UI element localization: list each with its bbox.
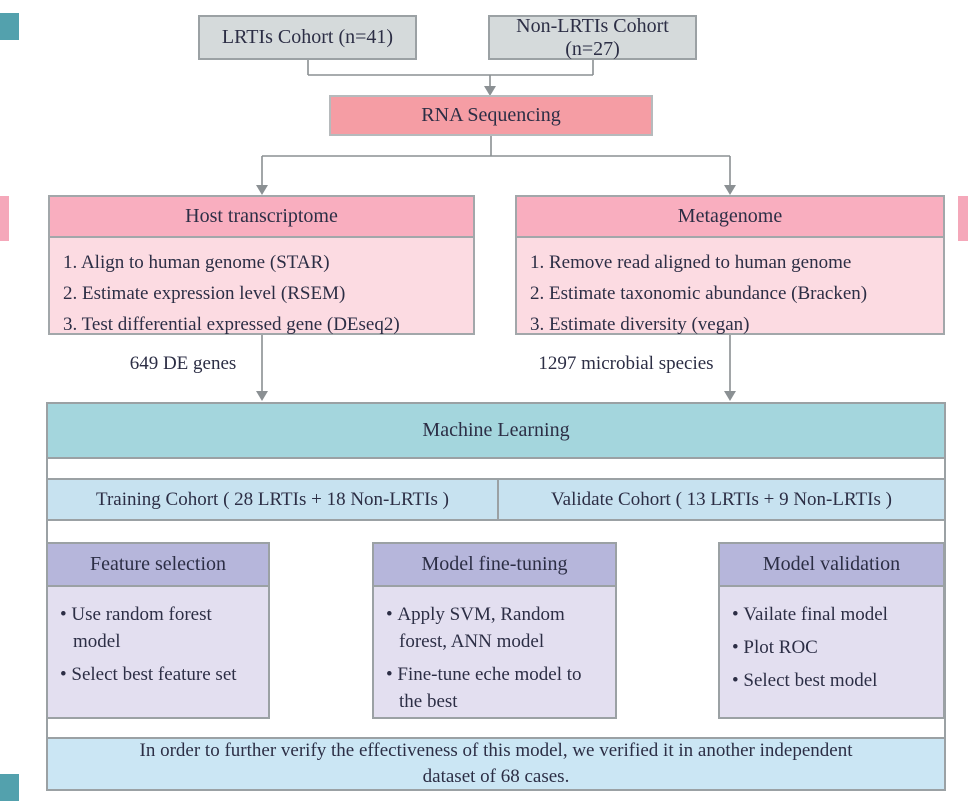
list-item: 2. Estimate taxonomic abundance (Bracken…: [530, 283, 868, 304]
model-validation-bullets: Vailate final model Plot ROC Select best…: [720, 587, 943, 694]
model-fine-tuning-bullets: Apply SVM, Random forest, ANN model Fine…: [374, 587, 615, 715]
edge-marker-left: [0, 196, 9, 241]
metagenome-panel: Metagenome 1. Remove read aligned to hum…: [515, 195, 945, 335]
host-transcriptome-panel: Host transcriptome 1. Align to human gen…: [48, 195, 475, 335]
edge-marker-right: [958, 196, 968, 241]
note-line: dataset of 68 cases.: [422, 766, 570, 787]
edge-marker-bottom-left: [0, 774, 19, 801]
arrowhead-meta: [724, 185, 736, 195]
rna-sequencing-label: RNA Sequencing: [421, 104, 561, 126]
list-item: Use random forest model: [60, 601, 262, 655]
non-lrtis-cohort-box: Non-LRTIs Cohort (n=27): [488, 15, 697, 60]
feature-selection-bullets: Use random forest model Select best feat…: [48, 587, 268, 688]
machine-learning-label: Machine Learning: [422, 419, 570, 441]
metagenome-title: Metagenome: [517, 197, 943, 238]
de-genes-label: 649 DE genes: [129, 353, 237, 374]
model-validation-box: Model validation Vailate final model Plo…: [718, 542, 945, 719]
independent-dataset-note: In order to further verify the effective…: [46, 737, 946, 791]
lrtis-cohort-label: LRTIs Cohort (n=41): [221, 26, 394, 48]
non-lrtis-cohort-label: Non-LRTIs Cohort (n=27): [516, 14, 669, 60]
arrowhead-host: [256, 185, 268, 195]
list-item: 3. Test differential expressed gene (DEs…: [63, 314, 400, 335]
validate-cohort-label: Validate Cohort ( 13 LRTIs + 9 Non-LRTIs…: [551, 488, 892, 510]
feature-selection-box: Feature selection Use random forest mode…: [46, 542, 270, 719]
training-cohort-label: Training Cohort ( 28 LRTIs + 18 Non-LRTI…: [96, 488, 449, 510]
model-validation-title: Model validation: [720, 544, 943, 587]
metagenome-steps: 1. Remove read aligned to human genome 2…: [517, 238, 943, 340]
training-cohort-box: Training Cohort ( 28 LRTIs + 18 Non-LRTI…: [46, 478, 499, 521]
list-item: Apply SVM, Random forest, ANN model: [386, 601, 609, 655]
arrowhead-ml-left: [256, 391, 268, 401]
host-transcriptome-title: Host transcriptome: [50, 197, 473, 238]
list-item: Select best model: [732, 667, 937, 694]
machine-learning-header: Machine Learning: [46, 402, 946, 459]
model-fine-tuning-title: Model fine-tuning: [374, 544, 615, 587]
feature-selection-title: Feature selection: [48, 544, 268, 587]
host-transcriptome-steps: 1. Align to human genome (STAR) 2. Estim…: [50, 238, 473, 340]
validate-cohort-box: Validate Cohort ( 13 LRTIs + 9 Non-LRTIs…: [497, 478, 946, 521]
note-line: In order to further verify the effective…: [139, 740, 853, 761]
model-fine-tuning-box: Model fine-tuning Apply SVM, Random fore…: [372, 542, 617, 719]
list-item: Vailate final model: [732, 601, 937, 628]
list-item: Plot ROC: [732, 634, 937, 661]
rna-to-branches-connector: [261, 136, 731, 186]
arrowhead-ml-right: [724, 391, 736, 401]
list-item: Fine-tune eche model to the best: [386, 661, 609, 715]
cohorts-to-rna-connector: [307, 60, 594, 87]
list-item: 1. Remove read aligned to human genome: [530, 252, 852, 273]
lrtis-cohort-box: LRTIs Cohort (n=41): [198, 15, 417, 60]
list-item: 1. Align to human genome (STAR): [63, 252, 330, 273]
rna-sequencing-box: RNA Sequencing: [329, 95, 653, 136]
microbial-species-label: 1297 microbial species: [538, 353, 714, 374]
list-item: 3. Estimate diversity (vegan): [530, 314, 750, 335]
list-item: 2. Estimate expression level (RSEM): [63, 283, 346, 304]
list-item: Select best feature set: [60, 661, 262, 688]
edge-marker-top-left: [0, 13, 19, 40]
